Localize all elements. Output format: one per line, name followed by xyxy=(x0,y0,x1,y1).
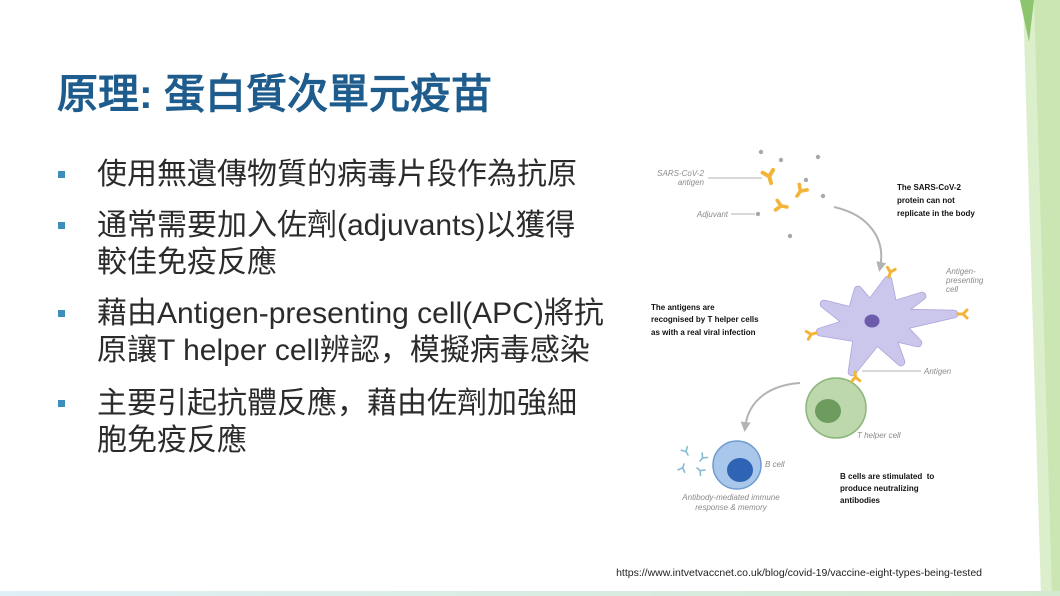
square-bullet-icon xyxy=(58,310,65,317)
apc-label: Antigen- xyxy=(945,267,976,276)
bullet-line: 藉由Antigen-presenting cell(APC)將抗 xyxy=(97,297,604,330)
right-accent-band xyxy=(1020,0,1060,596)
square-bullet-icon xyxy=(58,171,65,178)
square-bullet-icon xyxy=(58,400,65,407)
t-cell-nucleus xyxy=(815,399,841,423)
antibody-cluster xyxy=(677,445,709,477)
antibody-icon xyxy=(677,462,689,474)
recognition-note: as with a real viral infection xyxy=(651,328,756,337)
b-cell-note: B cells are stimulated to xyxy=(840,472,934,481)
bullet-line: 較佳免疫反應 xyxy=(97,246,277,279)
t-helper-cell xyxy=(805,370,867,439)
accent-band-wedge xyxy=(1020,0,1034,42)
b-cell-note: produce neutralizing xyxy=(840,484,919,493)
no-replication-note: replicate in the body xyxy=(897,209,975,218)
recognition-note: recognised by T helper cells xyxy=(651,315,759,324)
square-bullet-icon xyxy=(58,222,65,229)
sars-antigen-label: SARS-CoV-2 xyxy=(657,169,704,178)
curved-arrow-icon xyxy=(833,206,887,272)
apc-label: cell xyxy=(946,285,958,294)
adjuvant-dot xyxy=(787,233,793,239)
source-url: https://www.intvetvaccnet.co.uk/blog/cov… xyxy=(616,567,982,579)
apc-cell-body xyxy=(816,276,958,376)
bullet-item: 主要引起抗體反應，藉由佐劑加強細 胞免疫反應 xyxy=(0,385,577,459)
antibody-icon xyxy=(680,445,692,458)
b-cell-nucleus xyxy=(727,458,753,482)
adjuvant-label: Adjuvant xyxy=(696,210,729,219)
bullet-line: 原讓T helper cell辨認，模擬病毒感染 xyxy=(97,334,590,367)
bullet-line: 通常需要加入佐劑(adjuvants)以獲得 xyxy=(97,209,576,242)
antigen-icon xyxy=(804,327,819,341)
b-cell xyxy=(712,440,762,490)
no-replication-note: protein can not xyxy=(897,196,955,205)
t-cell-label: T helper cell xyxy=(857,431,901,440)
antigen-icon xyxy=(773,198,790,214)
bullet-item: 藉由Antigen-presenting cell(APC)將抗 原讓T hel… xyxy=(0,295,604,369)
sars-antigen-label: antigen xyxy=(678,178,705,187)
apc-nucleus xyxy=(864,314,880,328)
adjuvant-dot xyxy=(820,193,826,199)
antigen-adjuvant-cluster xyxy=(755,149,826,239)
adjuvant-dot xyxy=(755,211,761,217)
antigen-presenting-cell xyxy=(804,265,969,377)
bullet-item: 使用無遺傳物質的病毒片段作為抗原 xyxy=(0,156,577,193)
antigen-icon xyxy=(956,308,969,320)
bullet-item: 通常需要加入佐劑(adjuvants)以獲得 較佳免疫反應 xyxy=(0,207,575,281)
adjuvant-dot xyxy=(778,157,784,163)
antibody-response-label: Antibody-mediated immune xyxy=(681,493,780,502)
adjuvant-dot xyxy=(815,154,821,160)
antigen-icon xyxy=(763,170,777,185)
no-replication-note: The SARS-CoV-2 xyxy=(897,183,962,192)
apc-label: presenting xyxy=(945,276,984,285)
adjuvant-dot xyxy=(758,149,764,155)
accent-band-mid xyxy=(1034,0,1060,596)
adjuvant-dot xyxy=(803,177,809,183)
bullet-line: 主要引起抗體反應，藉由佐劑加強細 xyxy=(97,387,577,420)
vaccine-mechanism-diagram: SARS-CoV-2 antigen Adjuvant The SARS-CoV… xyxy=(651,149,984,512)
recognition-note: The antigens are xyxy=(651,303,715,312)
antigen-icon xyxy=(791,182,809,201)
curved-arrow-icon xyxy=(740,382,801,432)
antibody-response-label: response & memory xyxy=(695,503,768,512)
bullet-line: 胞免疫反應 xyxy=(97,424,247,457)
bullet-line: 使用無遺傳物質的病毒片段作為抗原 xyxy=(97,158,577,191)
slide-title: 原理: 蛋白質次單元疫苗 xyxy=(57,71,493,117)
antibody-icon xyxy=(693,464,706,477)
antigen-label: Antigen xyxy=(923,367,952,376)
antibody-icon xyxy=(696,452,709,465)
b-cell-note: antibodies xyxy=(840,496,881,505)
b-cell-label: B cell xyxy=(765,460,785,469)
bottom-accent-line xyxy=(0,591,1060,596)
